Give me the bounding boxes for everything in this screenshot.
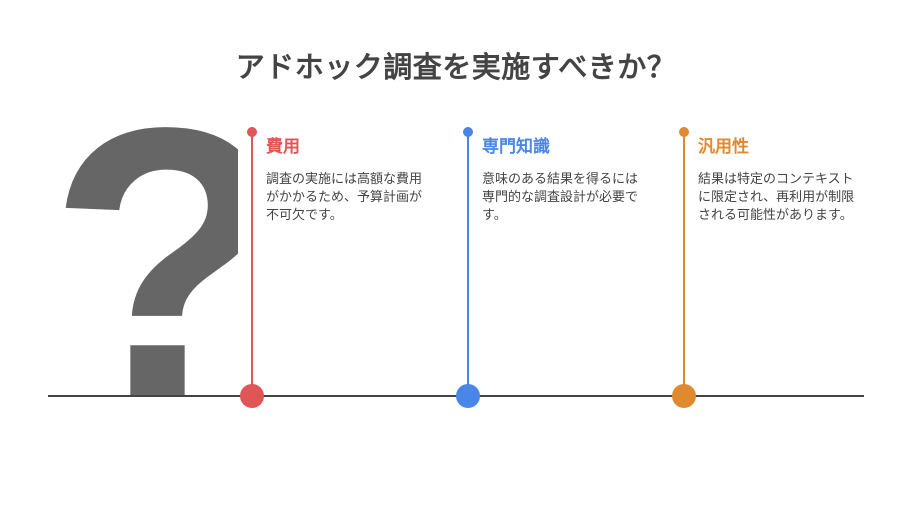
description-expertise: 意味のある結果を得るには専門的な調査設計が必要です。 (482, 172, 639, 223)
marker-base-dot-versatility (672, 384, 696, 408)
heading-versatility: 汎用性 (698, 137, 749, 157)
marker-top-dot-expertise (463, 127, 473, 137)
heading-cost: 費用 (266, 137, 300, 157)
marker-line-versatility (683, 134, 685, 396)
question-mark-graphic: ? (48, 80, 238, 410)
marker-top-dot-cost (247, 127, 257, 137)
marker-base-dot-cost (240, 384, 264, 408)
description-cost: 調査の実施には高額な費用がかかるため、予算計画が不可欠です。 (266, 172, 423, 223)
marker-line-expertise (467, 134, 469, 396)
description-versatility: 結果は特定のコンテキストに限定され、再利用が制限される可能性があります。 (698, 172, 855, 223)
diagram-title: アドホック調査を実施すべきか？ (235, 50, 677, 84)
marker-top-dot-versatility (679, 127, 689, 137)
heading-expertise: 専門知識 (482, 137, 550, 157)
marker-line-cost (251, 134, 253, 396)
question-mark-glyph: ? (48, 80, 238, 410)
marker-base-dot-expertise (456, 384, 480, 408)
